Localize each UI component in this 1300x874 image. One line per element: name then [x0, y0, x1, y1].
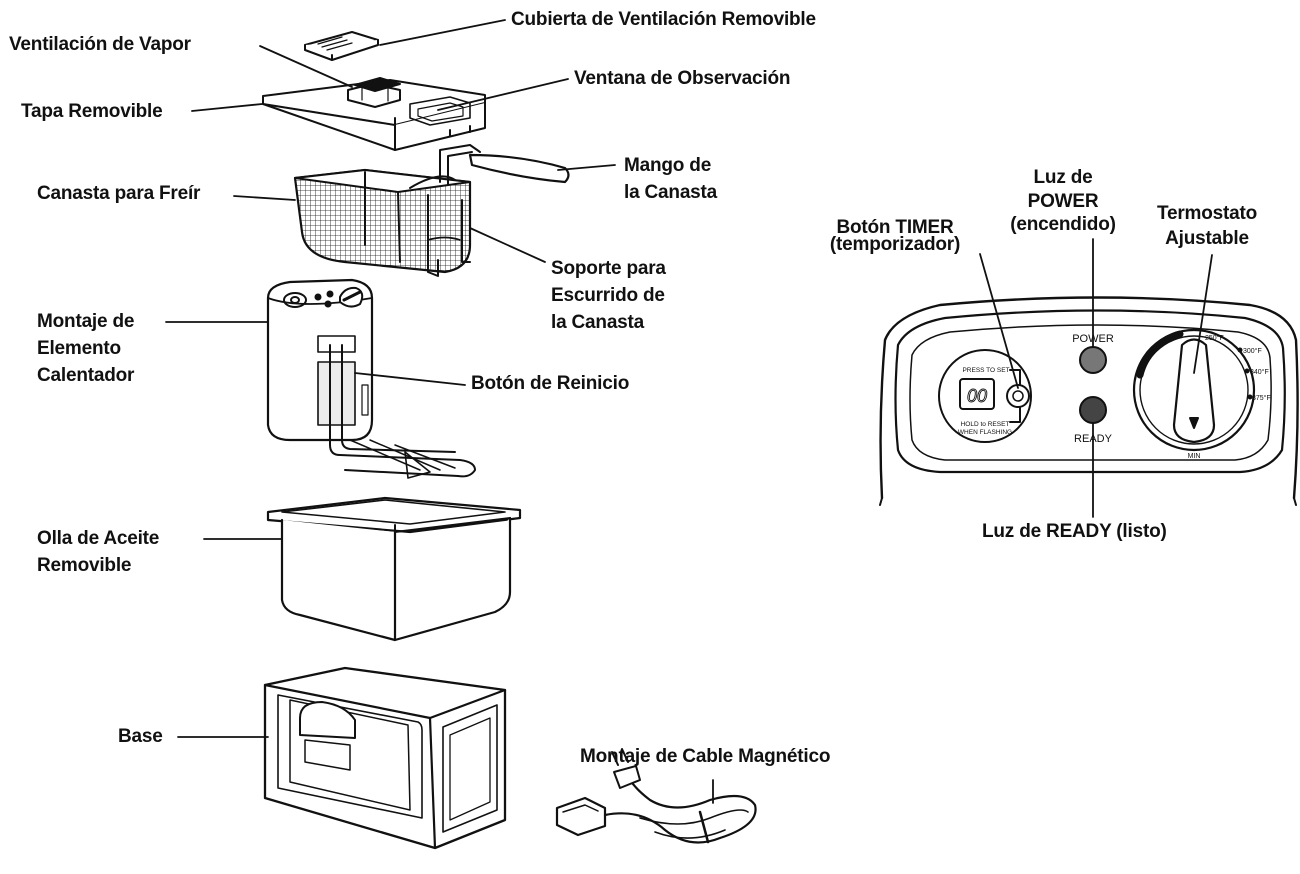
temp-mark-2: 300°F	[1243, 347, 1262, 355]
base-housing	[263, 666, 507, 850]
label-timer-button-2: (temporizador)	[829, 234, 961, 255]
removable-lid	[262, 77, 486, 151]
temp-mark-1: 250°F	[1205, 334, 1224, 342]
panel-power-text: POWER	[1072, 333, 1114, 345]
label-heating-assembly-1: Montaje de	[37, 311, 135, 332]
frying-basket	[293, 144, 570, 277]
label-drain-rest-1: Soporte para	[551, 258, 666, 279]
temp-mark-4: 375°F	[1252, 394, 1271, 402]
control-panel	[879, 296, 1299, 506]
label-heating-assembly-3: Calentador	[37, 365, 135, 386]
label-removable-lid: Tapa Removible	[21, 101, 163, 122]
timer-display-digits: 00	[967, 386, 987, 406]
label-oil-pot-2: Removible	[37, 555, 132, 576]
label-steam-vent: Ventilación de Vapor	[9, 34, 191, 55]
label-base: Base	[118, 726, 163, 747]
label-thermostat-1: Termostato	[1156, 203, 1258, 224]
temp-mark-3: 340°F	[1250, 368, 1269, 376]
label-basket-handle-1: Mango de	[624, 155, 712, 176]
label-oil-pot-1: Olla de Aceite	[37, 528, 160, 549]
heating-element-assembly	[266, 278, 476, 479]
magnetic-cord	[555, 748, 757, 844]
label-magnetic-cord: Montaje de Cable Magnético	[580, 746, 831, 767]
label-basket-handle-2: la Canasta	[624, 182, 718, 203]
label-drain-rest-2: Escurrido de	[551, 285, 665, 306]
label-thermostat-2: Ajustable	[1165, 228, 1249, 249]
label-power-light-2: POWER	[1027, 191, 1099, 212]
panel-press-text: PRESS TO SET	[962, 367, 1009, 374]
label-viewing-window: Ventana de Observación	[574, 68, 791, 89]
temp-mark-min: MIN	[1188, 453, 1201, 460]
label-heating-assembly-2: Elemento	[37, 338, 121, 359]
label-timer-button-1: Botón TIMER	[836, 217, 954, 238]
label-removable-vent-cover: Cubierta de Ventilación Removible	[511, 9, 816, 30]
leader-lines	[165, 19, 1213, 804]
panel-ready-text: READY	[1074, 433, 1113, 445]
panel-markings: POWER READY PRESS TO SET HOLD to RESET W…	[958, 333, 1271, 460]
panel-flash-text: WHEN FLASHING	[958, 429, 1012, 436]
vent-cover	[304, 31, 379, 61]
label-power-light-3: (encendido)	[1010, 214, 1116, 235]
label-ready-light: Luz de READY (listo)	[982, 521, 1167, 542]
label-drain-rest-3: la Canasta	[551, 312, 645, 333]
label-reset-button: Botón de Reinicio	[471, 373, 630, 394]
oil-pot	[266, 496, 522, 642]
label-power-light-1: Luz de	[1033, 167, 1093, 188]
label-frying-basket: Canasta para Freír	[37, 183, 201, 204]
panel-hold-text: HOLD to RESET	[961, 421, 1010, 428]
